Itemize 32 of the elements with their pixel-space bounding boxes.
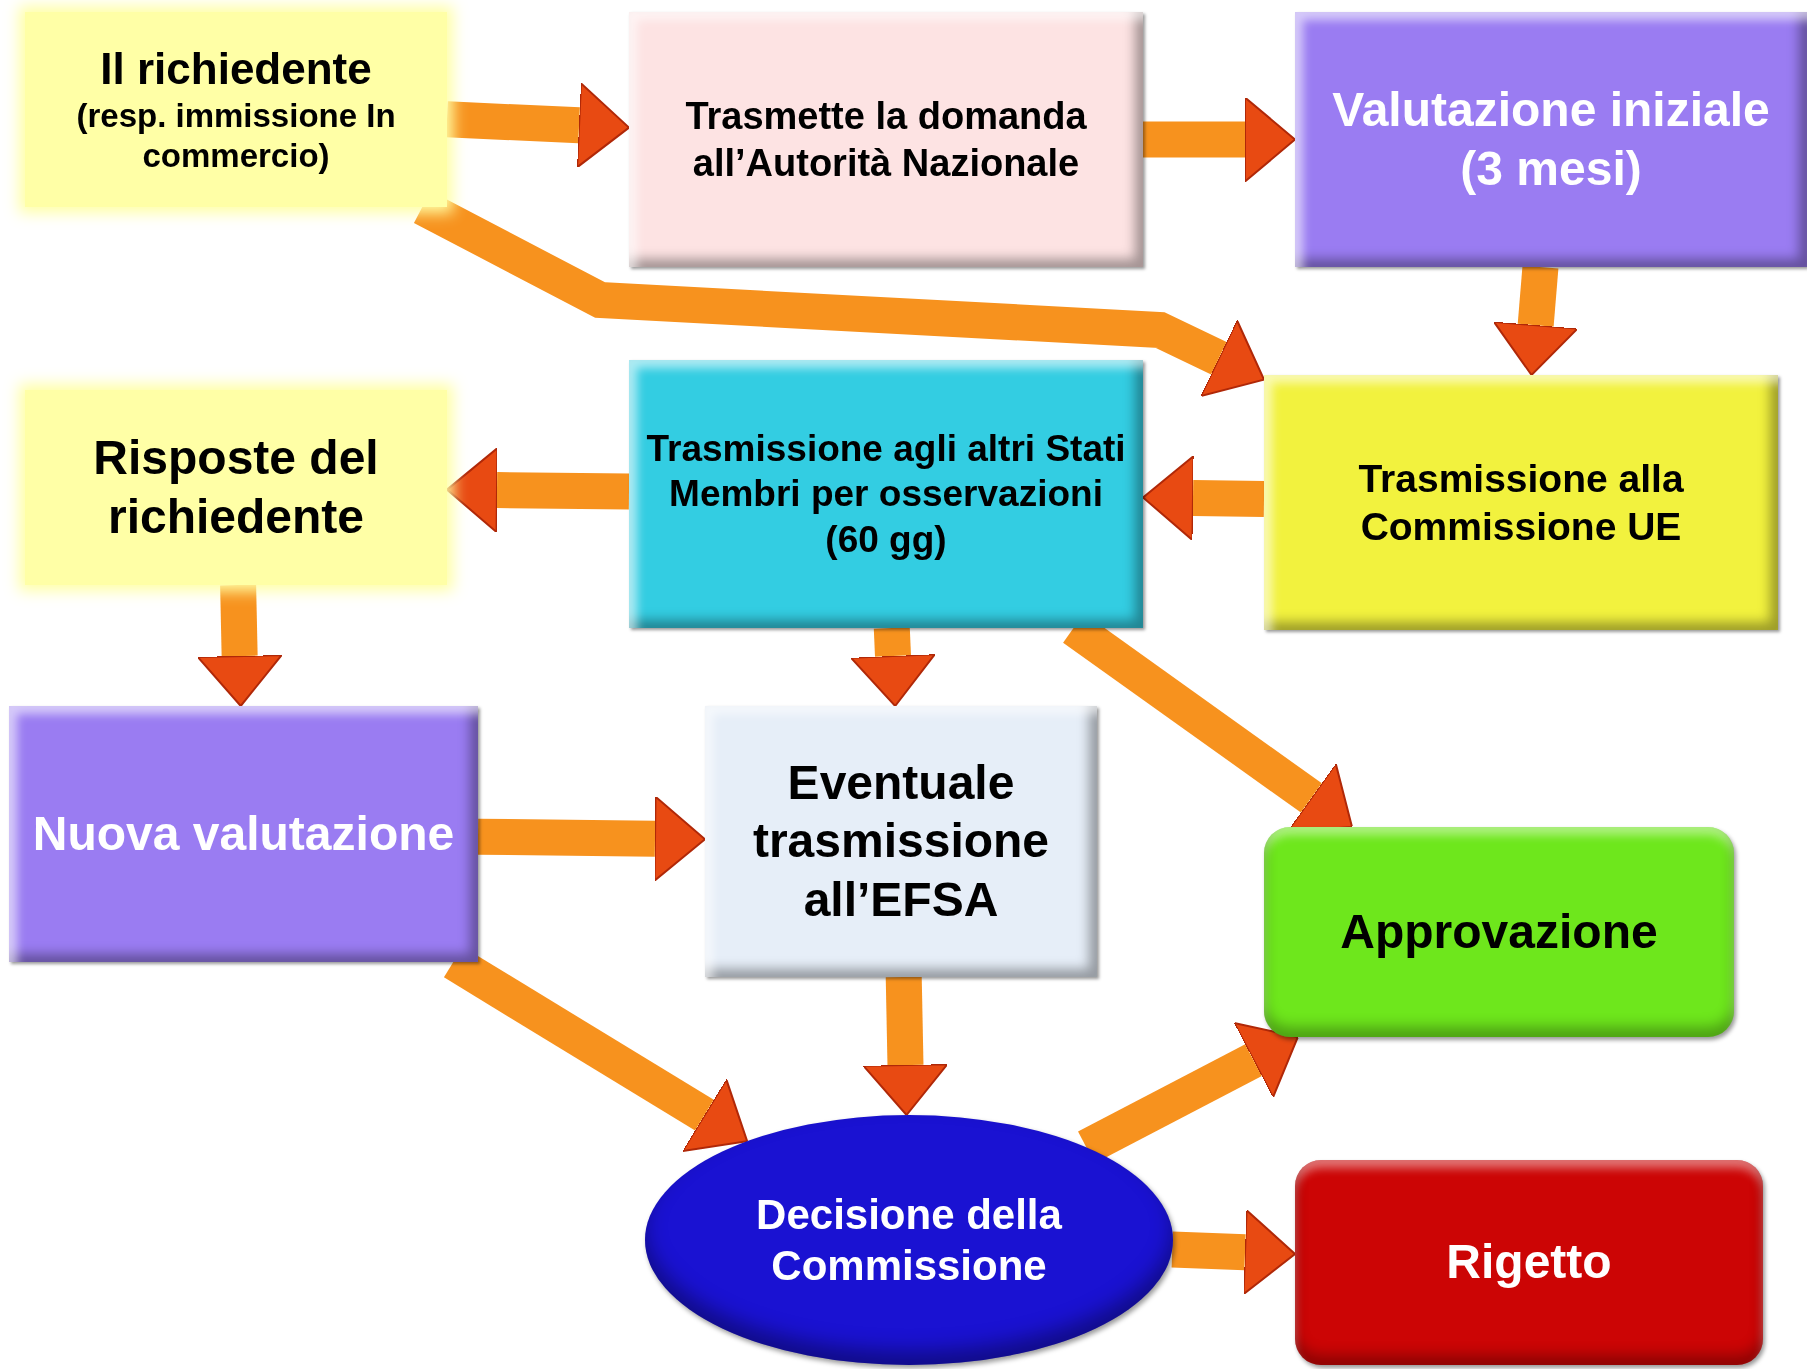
process-box: [629, 360, 1143, 628]
block-arrow: [850, 627, 936, 707]
actor-box: [25, 390, 447, 585]
node-title: Risposte del richiedente: [92, 429, 380, 545]
node-title: Nuova valutazione: [32, 805, 455, 862]
block-arrow: [1142, 455, 1265, 542]
outcome-box: [1264, 827, 1734, 1037]
block-arrow: [1492, 265, 1579, 376]
node-title: Trasmissione agli altri Stati Membri per osservazioni (60 gg): [645, 427, 1127, 562]
block-arrow: [446, 447, 630, 534]
node-title: Trasmette la domanda all’Autorità Nazionale: [684, 94, 1088, 186]
node-title: Approvazione: [1340, 903, 1658, 960]
actor-box: [25, 12, 447, 207]
node-title: Eventuale trasmissione all’EFSA: [751, 754, 1051, 928]
node-title: Decisione della Commissione: [755, 1189, 1063, 1291]
block-arrow: [196, 584, 283, 707]
node-title: Rigetto: [1446, 1234, 1612, 1291]
block-arrow: [862, 976, 949, 1116]
outcome-box: [1295, 1160, 1763, 1365]
process-box: [1264, 375, 1778, 630]
process-box: [1295, 12, 1807, 267]
process-box: [629, 12, 1143, 267]
process-box: [9, 706, 478, 962]
block-arrow: [477, 795, 706, 882]
process-box: [705, 706, 1097, 977]
node-title: Trasmissione alla Commissione UE: [1357, 455, 1685, 550]
node-title: Il richiedente: [100, 43, 372, 96]
node-title: Valutazione iniziale (3 mesi): [1331, 81, 1771, 197]
block-arrow: [446, 82, 630, 169]
block-arrow: [1143, 96, 1296, 183]
block-arrow: [1171, 1209, 1296, 1296]
node-text: (resp. immissione In commercio): [75, 96, 397, 177]
